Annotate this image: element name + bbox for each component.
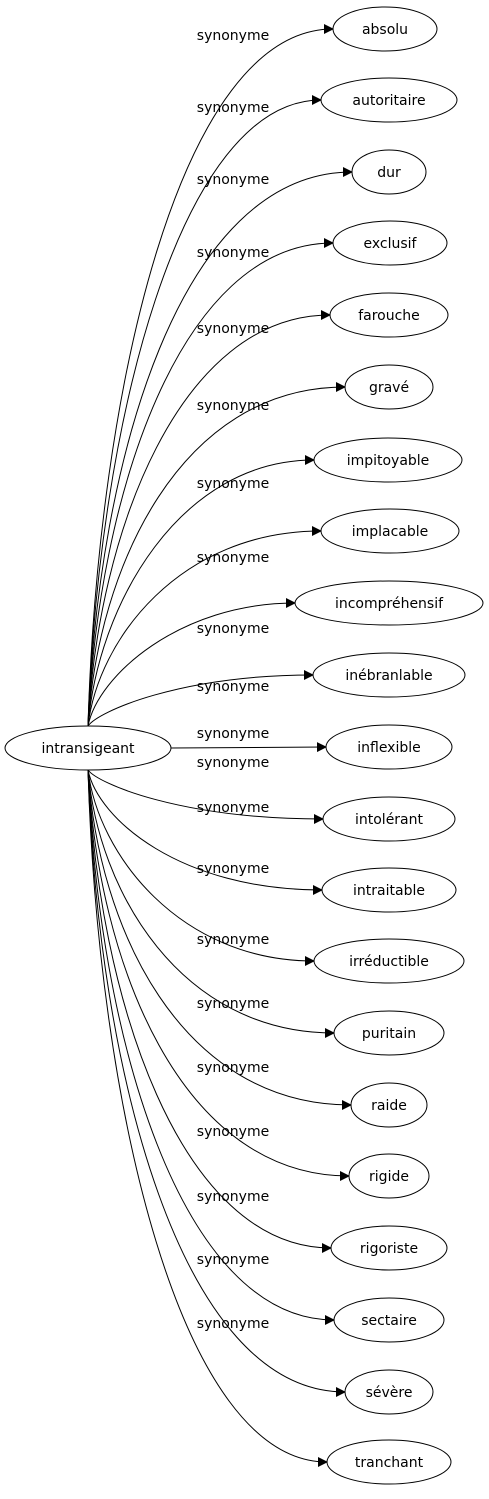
- edge-label: synonyme: [197, 1124, 269, 1140]
- synonym-node: irréductible: [313, 938, 465, 984]
- synonym-node: sectaire: [333, 1297, 445, 1343]
- synonym-node-label: tranchant: [355, 1455, 424, 1471]
- edge-label: synonyme: [197, 932, 269, 948]
- synonym-edge: [87, 598, 296, 727]
- edge-label: synonyme: [197, 996, 269, 1012]
- synonym-node: intraitable: [321, 867, 457, 913]
- synonym-node: raide: [350, 1082, 428, 1128]
- edge-label: synonyme: [197, 1060, 269, 1076]
- synonym-edge: [87, 769, 335, 1325]
- synonym-edge: [87, 95, 322, 727]
- synonym-node: exclusif: [332, 220, 448, 266]
- synonym-edge: [87, 310, 331, 727]
- synonym-node: implacable: [320, 508, 460, 554]
- synonym-node: inflexible: [325, 724, 453, 770]
- synonym-edge: [87, 670, 314, 727]
- synonym-node-label: farouche: [358, 308, 420, 324]
- synonym-node-label: rigide: [369, 1169, 409, 1185]
- synonym-node: sévère: [344, 1369, 434, 1415]
- synonym-node: tranchant: [326, 1439, 452, 1485]
- center-node: intransigeant: [4, 725, 172, 771]
- synonym-node-label: exclusif: [364, 236, 418, 252]
- synonym-node-label: inflexible: [357, 740, 421, 756]
- synonym-edge: [87, 769, 324, 824]
- synonym-node: farouche: [329, 292, 449, 338]
- synonym-node: dur: [351, 149, 427, 195]
- edge-label: synonyme: [197, 245, 269, 261]
- edge-label: synonyme: [197, 28, 269, 44]
- synonym-edge: [87, 382, 346, 727]
- synonym-node: autoritaire: [320, 77, 458, 123]
- synonym-edge: [87, 24, 334, 727]
- synonym-edge: [87, 769, 328, 1467]
- synonym-node-label: raide: [371, 1098, 407, 1114]
- synonym-node-label: dur: [377, 165, 401, 181]
- synonym-node: impitoyable: [313, 437, 463, 483]
- edge-label: synonyme: [197, 1189, 269, 1205]
- synonym-node: absolu: [332, 6, 438, 52]
- synonym-edge: [87, 769, 323, 895]
- edge-label: synonyme: [197, 861, 269, 877]
- edge-label: synonyme: [197, 476, 269, 492]
- edge-label: synonyme: [197, 100, 269, 116]
- synonym-edge: [87, 769, 332, 1253]
- synonym-node-label: autoritaire: [352, 93, 425, 109]
- synonym-node-label: implacable: [352, 524, 429, 540]
- synonym-node: puritain: [333, 1010, 445, 1056]
- synonym-node-label: gravé: [369, 380, 409, 396]
- synonym-edge: [87, 167, 353, 727]
- synonym-node-label: sectaire: [361, 1313, 417, 1329]
- edge-label: synonyme: [197, 679, 269, 695]
- edge-label: synonyme: [197, 1252, 269, 1268]
- synonym-node-label: incompréhensif: [335, 596, 444, 612]
- synonym-node: inébranlable: [312, 652, 466, 698]
- synonym-edge: [87, 769, 335, 1038]
- synonym-node: rigoriste: [330, 1225, 448, 1271]
- synonym-edge: [87, 455, 315, 727]
- synonym-node-label: puritain: [362, 1026, 416, 1042]
- synonym-edge: [87, 769, 352, 1110]
- synonym-node-label: irréductible: [349, 954, 429, 970]
- synonym-node: rigide: [348, 1153, 430, 1199]
- synonym-edge: [87, 238, 334, 727]
- edge-label: synonyme: [197, 398, 269, 414]
- synonym-node-label: intraitable: [353, 883, 425, 899]
- synonym-edge: [87, 526, 322, 727]
- synonym-edge: [170, 742, 327, 753]
- synonym-node: incompréhensif: [294, 580, 484, 626]
- synonym-node: gravé: [344, 364, 434, 410]
- synonym-edge: [87, 769, 315, 966]
- edge-label: synonyme: [197, 621, 269, 637]
- synonym-node-label: inébranlable: [345, 668, 432, 684]
- edge-label: synonyme: [197, 172, 269, 188]
- edge-label: synonyme: [197, 726, 269, 742]
- edge-label: synonyme: [197, 550, 269, 566]
- synonym-node-label: intolérant: [355, 812, 424, 828]
- edge-label: synonyme: [197, 1316, 269, 1332]
- synonym-node-label: rigoriste: [360, 1241, 418, 1257]
- synonym-node-label: absolu: [362, 22, 408, 38]
- edge-label: synonyme: [197, 321, 269, 337]
- center-node-label: intransigeant: [41, 741, 135, 757]
- synonym-node: intolérant: [322, 796, 456, 842]
- synonym-edge: [87, 769, 346, 1397]
- edge-label: synonyme: [197, 755, 269, 771]
- synonym-node-label: impitoyable: [347, 453, 430, 469]
- synonym-node-label: sévère: [366, 1385, 413, 1401]
- edge-label: synonyme: [197, 800, 269, 816]
- synonym-edge: [87, 769, 350, 1181]
